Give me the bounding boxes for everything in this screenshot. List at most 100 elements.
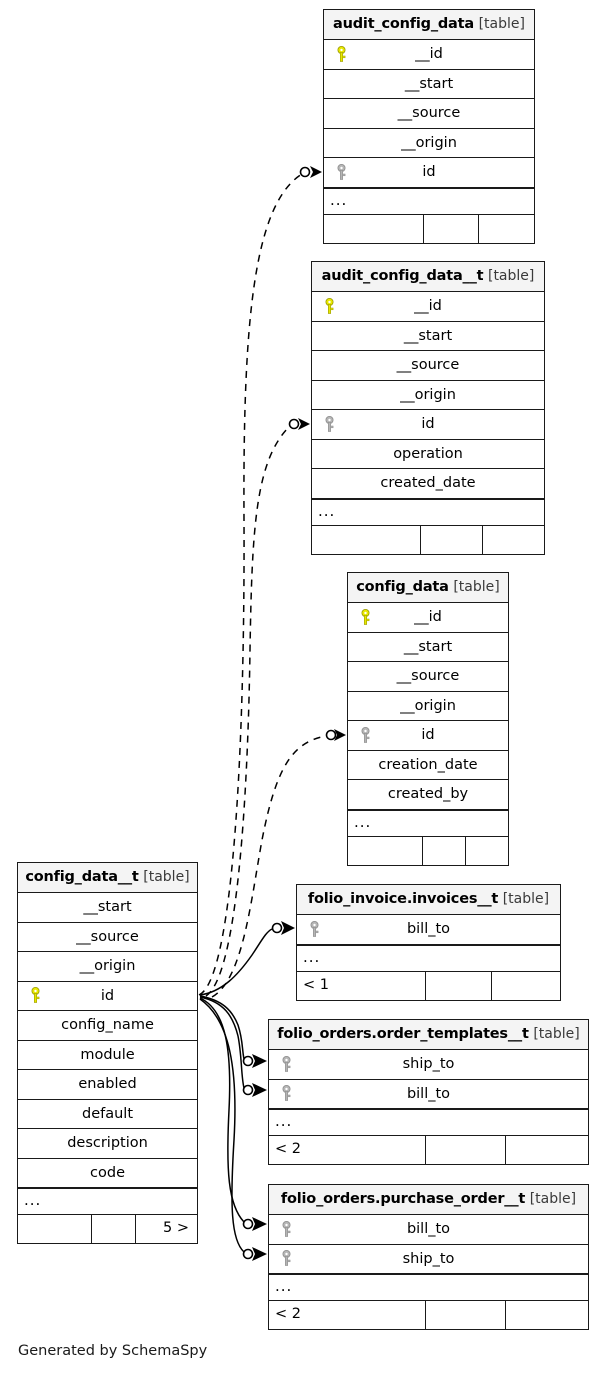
table-name: folio_invoice.invoices__t xyxy=(307,891,499,907)
footer-cell xyxy=(312,525,422,554)
table-title: audit_config_data [table] xyxy=(324,10,534,40)
foreign-key-icon xyxy=(356,721,374,750)
foreign-key-icon xyxy=(332,158,350,187)
table-row[interactable]: id xyxy=(312,410,544,440)
edge-rel-ot-bill xyxy=(199,996,245,1089)
table-row[interactable]: config_name xyxy=(18,1011,197,1041)
table-row[interactable]: __source xyxy=(324,99,534,129)
column-name: ship_to xyxy=(402,1250,455,1267)
table-type: [table] xyxy=(533,1026,580,1042)
edge-endpoint-circle xyxy=(325,729,337,741)
column-name: id xyxy=(421,416,435,432)
more-columns-indicator[interactable]: ... xyxy=(324,187,534,215)
table-row[interactable]: default xyxy=(18,1100,197,1129)
table-title: folio_orders.purchase_order__t [table] xyxy=(269,1185,588,1215)
table-row[interactable]: __source xyxy=(312,351,544,381)
more-columns-indicator[interactable]: ... xyxy=(312,498,544,526)
table-row[interactable]: id xyxy=(324,158,534,188)
footer-cell xyxy=(426,1301,507,1329)
footer-cell xyxy=(421,525,483,554)
column-name: __start xyxy=(83,899,132,915)
table-row[interactable]: bill_to xyxy=(269,1215,588,1245)
column-name: __start xyxy=(403,638,453,655)
more-columns-indicator[interactable]: ... xyxy=(297,944,560,972)
table-type: [table] xyxy=(478,16,525,32)
table-row[interactable]: __origin xyxy=(312,381,544,410)
edge-crowfoot-arrow xyxy=(298,418,310,430)
footer-cell xyxy=(423,836,466,865)
column-name: __source xyxy=(396,357,460,373)
column-name: __id xyxy=(414,298,442,314)
column-name: __source xyxy=(396,668,460,684)
table-title: audit_config_data__t [table] xyxy=(312,262,544,292)
table-row[interactable]: __start xyxy=(312,322,544,351)
primary-key-icon xyxy=(332,40,350,69)
footer-cell xyxy=(492,972,560,1000)
table-folio_orders-purchase_order__t[interactable]: folio_orders.purchase_order__t [table] b… xyxy=(268,1184,589,1330)
more-columns-indicator[interactable]: ... xyxy=(269,1109,588,1136)
column-name: module xyxy=(80,1046,135,1063)
table-row[interactable]: __start xyxy=(348,633,508,662)
table-type: [table] xyxy=(453,579,500,595)
column-name: bill_to xyxy=(406,1085,451,1102)
edge-crowfoot-arrow xyxy=(252,1054,267,1068)
table-audit_config_data__t[interactable]: audit_config_data__t [table] __id __star… xyxy=(311,261,545,555)
table-row[interactable]: __source xyxy=(348,662,508,692)
table-name: folio_orders.purchase_order__t xyxy=(280,1191,526,1207)
table-footer xyxy=(312,525,544,554)
table-row[interactable]: id xyxy=(18,982,197,1011)
table-row[interactable]: __origin xyxy=(18,952,197,982)
table-row[interactable]: created_by xyxy=(348,780,508,810)
table-row[interactable]: __start xyxy=(18,893,197,923)
table-row[interactable]: __origin xyxy=(348,692,508,721)
table-row[interactable]: operation xyxy=(312,440,544,469)
edge-endpoint-circle xyxy=(271,922,283,934)
edge-crowfoot-arrow xyxy=(252,1083,267,1097)
table-row[interactable]: description xyxy=(18,1129,197,1159)
table-row[interactable]: __origin xyxy=(324,129,534,158)
table-row[interactable]: created_date xyxy=(312,469,544,499)
table-name: audit_config_data__t xyxy=(321,268,484,284)
table-row[interactable]: bill_to xyxy=(297,915,560,945)
table-folio_invoice-invoices__t[interactable]: folio_invoice.invoices__t [table] bill_t… xyxy=(296,884,561,1001)
table-footer: < 2 xyxy=(269,1136,588,1164)
more-columns-indicator[interactable]: ... xyxy=(348,809,508,837)
column-name: creation_date xyxy=(378,756,478,773)
table-row[interactable]: code xyxy=(18,1159,197,1188)
column-name: created_by xyxy=(387,786,469,802)
column-name: __origin xyxy=(79,958,136,974)
table-audit_config_data[interactable]: audit_config_data [table] __id __start _… xyxy=(323,9,535,244)
foreign-key-icon xyxy=(277,1215,295,1244)
edge-rel-po-bill xyxy=(199,997,245,1223)
table-row[interactable]: ship_to xyxy=(269,1245,588,1274)
table-row[interactable]: creation_date xyxy=(348,751,508,780)
table-row[interactable]: __id xyxy=(348,603,508,633)
table-row[interactable]: __id xyxy=(324,40,534,70)
foreign-key-icon xyxy=(277,1245,295,1274)
table-row[interactable]: bill_to xyxy=(269,1080,588,1109)
more-columns-indicator[interactable]: ... xyxy=(269,1274,588,1301)
table-config_data[interactable]: config_data [table] __id __start __sourc… xyxy=(347,572,509,866)
column-name: description xyxy=(67,1135,148,1151)
table-row[interactable]: __start xyxy=(324,70,534,99)
table-row[interactable]: ship_to xyxy=(269,1050,588,1080)
table-footer: < 2 xyxy=(269,1301,588,1329)
table-name: audit_config_data xyxy=(333,16,474,32)
more-columns-indicator[interactable]: ... xyxy=(18,1188,197,1215)
table-row[interactable]: id xyxy=(348,721,508,751)
table-row[interactable]: __source xyxy=(18,923,197,952)
table-row[interactable]: enabled xyxy=(18,1070,197,1100)
footer-cell xyxy=(348,836,424,865)
footer-cell xyxy=(479,215,535,243)
table-config_data__t[interactable]: config_data__t [table] __start __source … xyxy=(17,862,198,1244)
column-name: id xyxy=(422,164,436,180)
column-name: id xyxy=(421,727,435,743)
table-footer xyxy=(324,214,535,243)
table-folio_orders-order_templates__t[interactable]: folio_orders.order_templates__t [table] … xyxy=(268,1019,589,1165)
table-row[interactable]: module xyxy=(18,1041,197,1070)
table-row[interactable]: __id xyxy=(312,292,544,322)
primary-key-icon xyxy=(26,982,44,1011)
footer-cell xyxy=(18,1215,93,1243)
footer-cell xyxy=(426,971,493,1000)
